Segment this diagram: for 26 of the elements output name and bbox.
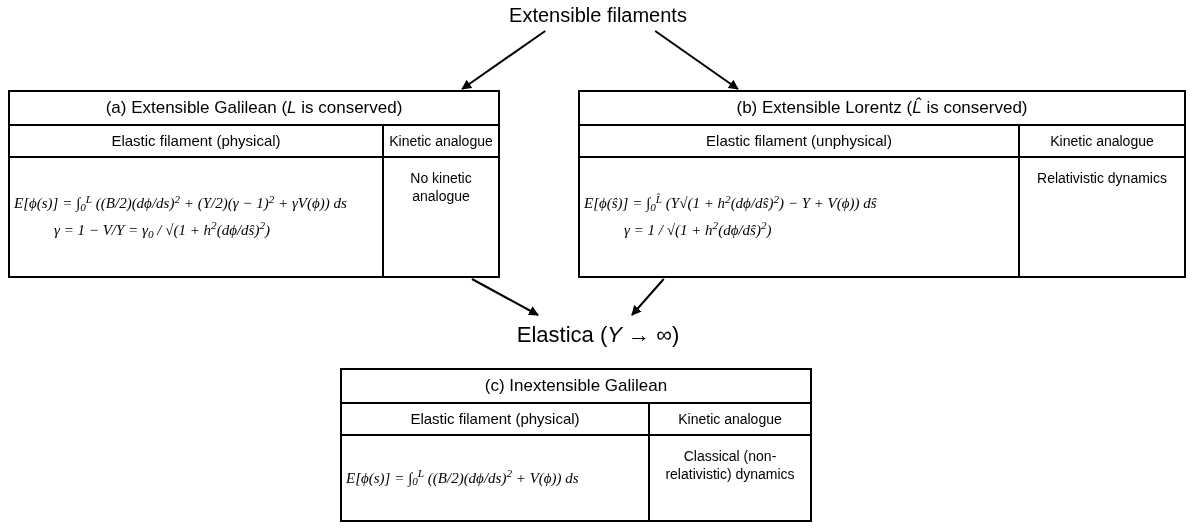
formula: γ = 1 / √(1 + h$^{2}$(dϕ/dŝ)$^{2}$): [623, 221, 773, 240]
table-title: (a) Extensible Galilean (L is conserved): [105, 97, 403, 120]
cell-text: Relativistic dynamics: [1037, 170, 1167, 188]
formula: E[ϕ(s)] = ∫$_{0}$$^{L}$ ((B/2)(dϕ/ds)$^{2}$ + (Y/2)(γ − 1)$^{2}$ + γV(ϕ)) ds: [14, 194, 348, 213]
column-header: Kinetic analogue: [678, 409, 782, 429]
column-header: Elastic filament (physical): [410, 408, 580, 429]
table-box: [8, 90, 500, 278]
arrow: [470, 278, 539, 316]
cell-text: Classical (non-relativistic) dynamics: [664, 448, 796, 483]
table-title: (b) Extensible Lorentz (L̂ is conserved): [736, 96, 1028, 120]
column-header: Elastic filament (physical): [111, 130, 281, 151]
formula: E[ϕ(ŝ)] = ∫$_{0}$$^{L̂}$ (Y√(1 + h$^{2}$(dϕ/dŝ)$^{2}$) − Y + V(ϕ)) dŝ: [584, 194, 878, 213]
table-box: [340, 368, 812, 522]
arrow: [631, 278, 665, 316]
column-header: Elastic filament (unphysical): [706, 130, 892, 151]
heading-text: Extensible filaments: [509, 3, 687, 28]
table-title: (c) Inextensible Galilean: [484, 375, 668, 398]
column-header: Kinetic analogue: [389, 131, 493, 151]
formula: E[ϕ(s)] = ∫$_{0}$$^{L}$ ((B/2)(dϕ/ds)$^{2}$ + V(ϕ)) ds: [346, 468, 580, 488]
arrow: [654, 30, 739, 90]
table-box: [578, 90, 1186, 278]
arrow: [461, 30, 547, 90]
column-header: Kinetic analogue: [1050, 131, 1154, 151]
cell-text: No kinetic analogue: [409, 170, 473, 205]
formula: γ = 1 − V/Y = γ$_{0}$ / √(1 + h$^{2}$(dϕ/dŝ)$^{2}$): [53, 221, 272, 240]
heading-text: Elastica (Y → ∞): [516, 320, 680, 349]
